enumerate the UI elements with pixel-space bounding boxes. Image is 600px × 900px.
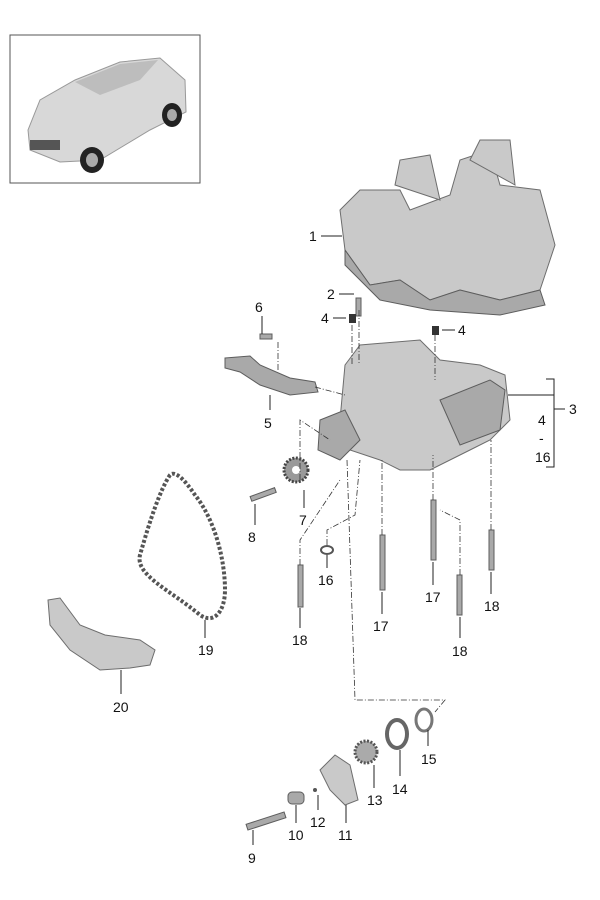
callout-18: 18 xyxy=(484,598,500,614)
callout-4: 4 xyxy=(321,310,329,326)
callouts: 1 2 4 4 6 5 3 4 - 16 7 8 16 17 18 17 18 … xyxy=(113,228,577,866)
callout-13: 13 xyxy=(367,792,383,808)
callout-16: 16 xyxy=(318,572,334,588)
chain-guide-part xyxy=(47,597,156,671)
lower-drive-parts xyxy=(287,707,434,806)
callout-18: 18 xyxy=(452,643,468,659)
assembly-lines xyxy=(277,310,492,713)
callout-10: 10 xyxy=(288,827,304,843)
bolts xyxy=(245,297,495,831)
leader-lines xyxy=(120,235,565,845)
callout-15: 15 xyxy=(421,751,437,767)
timing-chain-part xyxy=(137,471,228,621)
callout-19: 19 xyxy=(198,642,214,658)
range-dash: - xyxy=(539,430,544,446)
callout-12: 12 xyxy=(310,814,326,830)
callout-9: 9 xyxy=(248,850,256,866)
callout-6: 6 xyxy=(255,299,263,315)
vehicle-thumbnail xyxy=(9,34,201,184)
callout-11: 11 xyxy=(338,827,353,843)
range-end: 16 xyxy=(535,449,551,465)
callout-2: 2 xyxy=(327,286,335,302)
callout-18: 18 xyxy=(292,632,308,648)
callout-3: 3 xyxy=(569,401,577,417)
callout-1: 1 xyxy=(309,228,317,244)
callout-17: 17 xyxy=(373,618,389,634)
callout-8: 8 xyxy=(248,529,256,545)
oil-pump-assembly-part xyxy=(317,339,511,471)
callout-20: 20 xyxy=(113,699,129,715)
sprocket-part xyxy=(282,456,310,484)
solenoid-valve-part xyxy=(224,355,319,396)
callout-5: 5 xyxy=(264,415,272,431)
callout-7: 7 xyxy=(299,512,307,528)
range-start: 4 xyxy=(538,412,546,428)
callout-17: 17 xyxy=(425,589,441,605)
callout-14: 14 xyxy=(392,781,408,797)
ladder-frame-part xyxy=(339,139,556,316)
callout-4: 4 xyxy=(458,322,466,338)
